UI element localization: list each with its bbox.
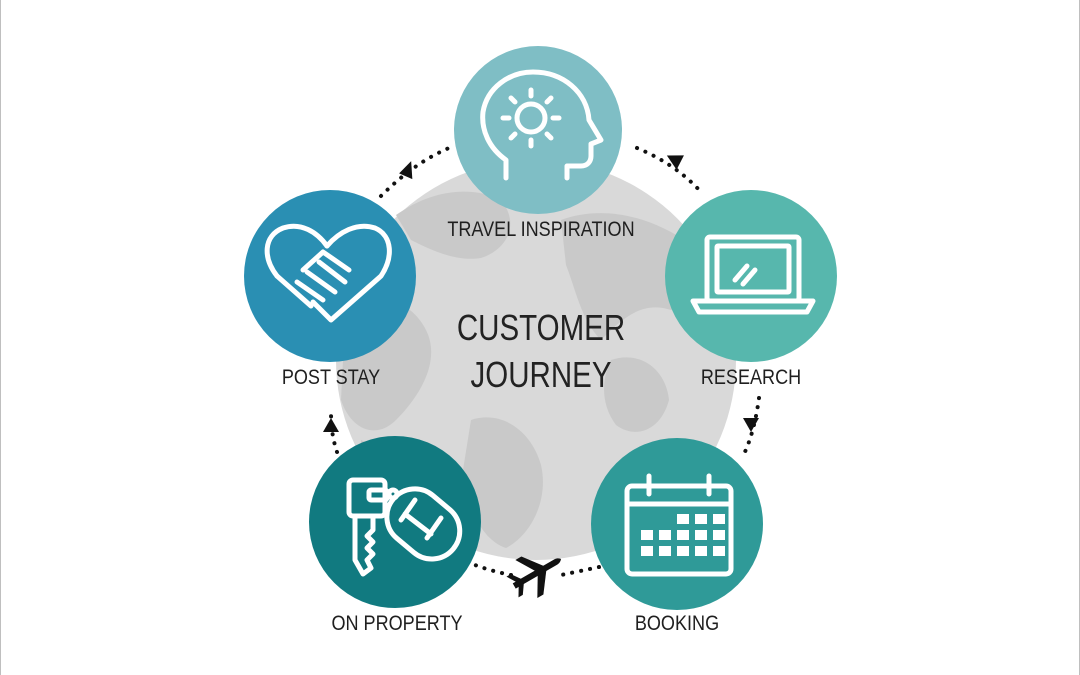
stage-circle-post-stay bbox=[244, 190, 416, 362]
stage-post-stay: POST STAY bbox=[244, 190, 416, 389]
stage-label-on-property: ON PROPERTY bbox=[331, 612, 462, 636]
connector-onproperty-poststay bbox=[329, 410, 339, 454]
connector-booking-airplane bbox=[554, 565, 601, 578]
connectors bbox=[323, 146, 761, 578]
connector-inspiration-research bbox=[635, 146, 703, 194]
stage-label-booking: BOOKING bbox=[635, 612, 719, 636]
stage-label-inspiration: TRAVEL INSPIRATION bbox=[447, 218, 634, 242]
arrow-to-inspiration bbox=[399, 161, 413, 180]
hotel-key-icon bbox=[346, 477, 463, 577]
stage-label-post-stay: POST STAY bbox=[282, 366, 380, 390]
stage-booking: BOOKING bbox=[591, 438, 763, 635]
stage-travel-inspiration: TRAVEL INSPIRATION bbox=[447, 46, 635, 242]
connector-airplane-onproperty bbox=[473, 563, 513, 577]
arrow-to-research bbox=[666, 155, 684, 170]
airplane-icon bbox=[506, 556, 561, 599]
arrow-to-booking bbox=[743, 418, 759, 432]
stage-label-research: RESEARCH bbox=[701, 366, 801, 390]
head-gear-icon bbox=[480, 69, 604, 181]
stage-on-property: ON PROPERTY bbox=[309, 436, 481, 635]
calendar-icon bbox=[624, 473, 734, 577]
handshake-heart-icon bbox=[264, 223, 392, 323]
laptop-icon bbox=[690, 234, 816, 315]
stage-circle-on-property bbox=[309, 436, 481, 608]
connector-research-booking bbox=[741, 396, 761, 458]
center-title-line2: JOURNEY bbox=[470, 354, 611, 394]
arrow-to-poststay bbox=[323, 418, 339, 432]
connector-poststay-inspiration bbox=[379, 146, 451, 198]
center-title-line1: CUSTOMER bbox=[457, 307, 625, 347]
stage-research: RESEARCH bbox=[665, 190, 837, 389]
